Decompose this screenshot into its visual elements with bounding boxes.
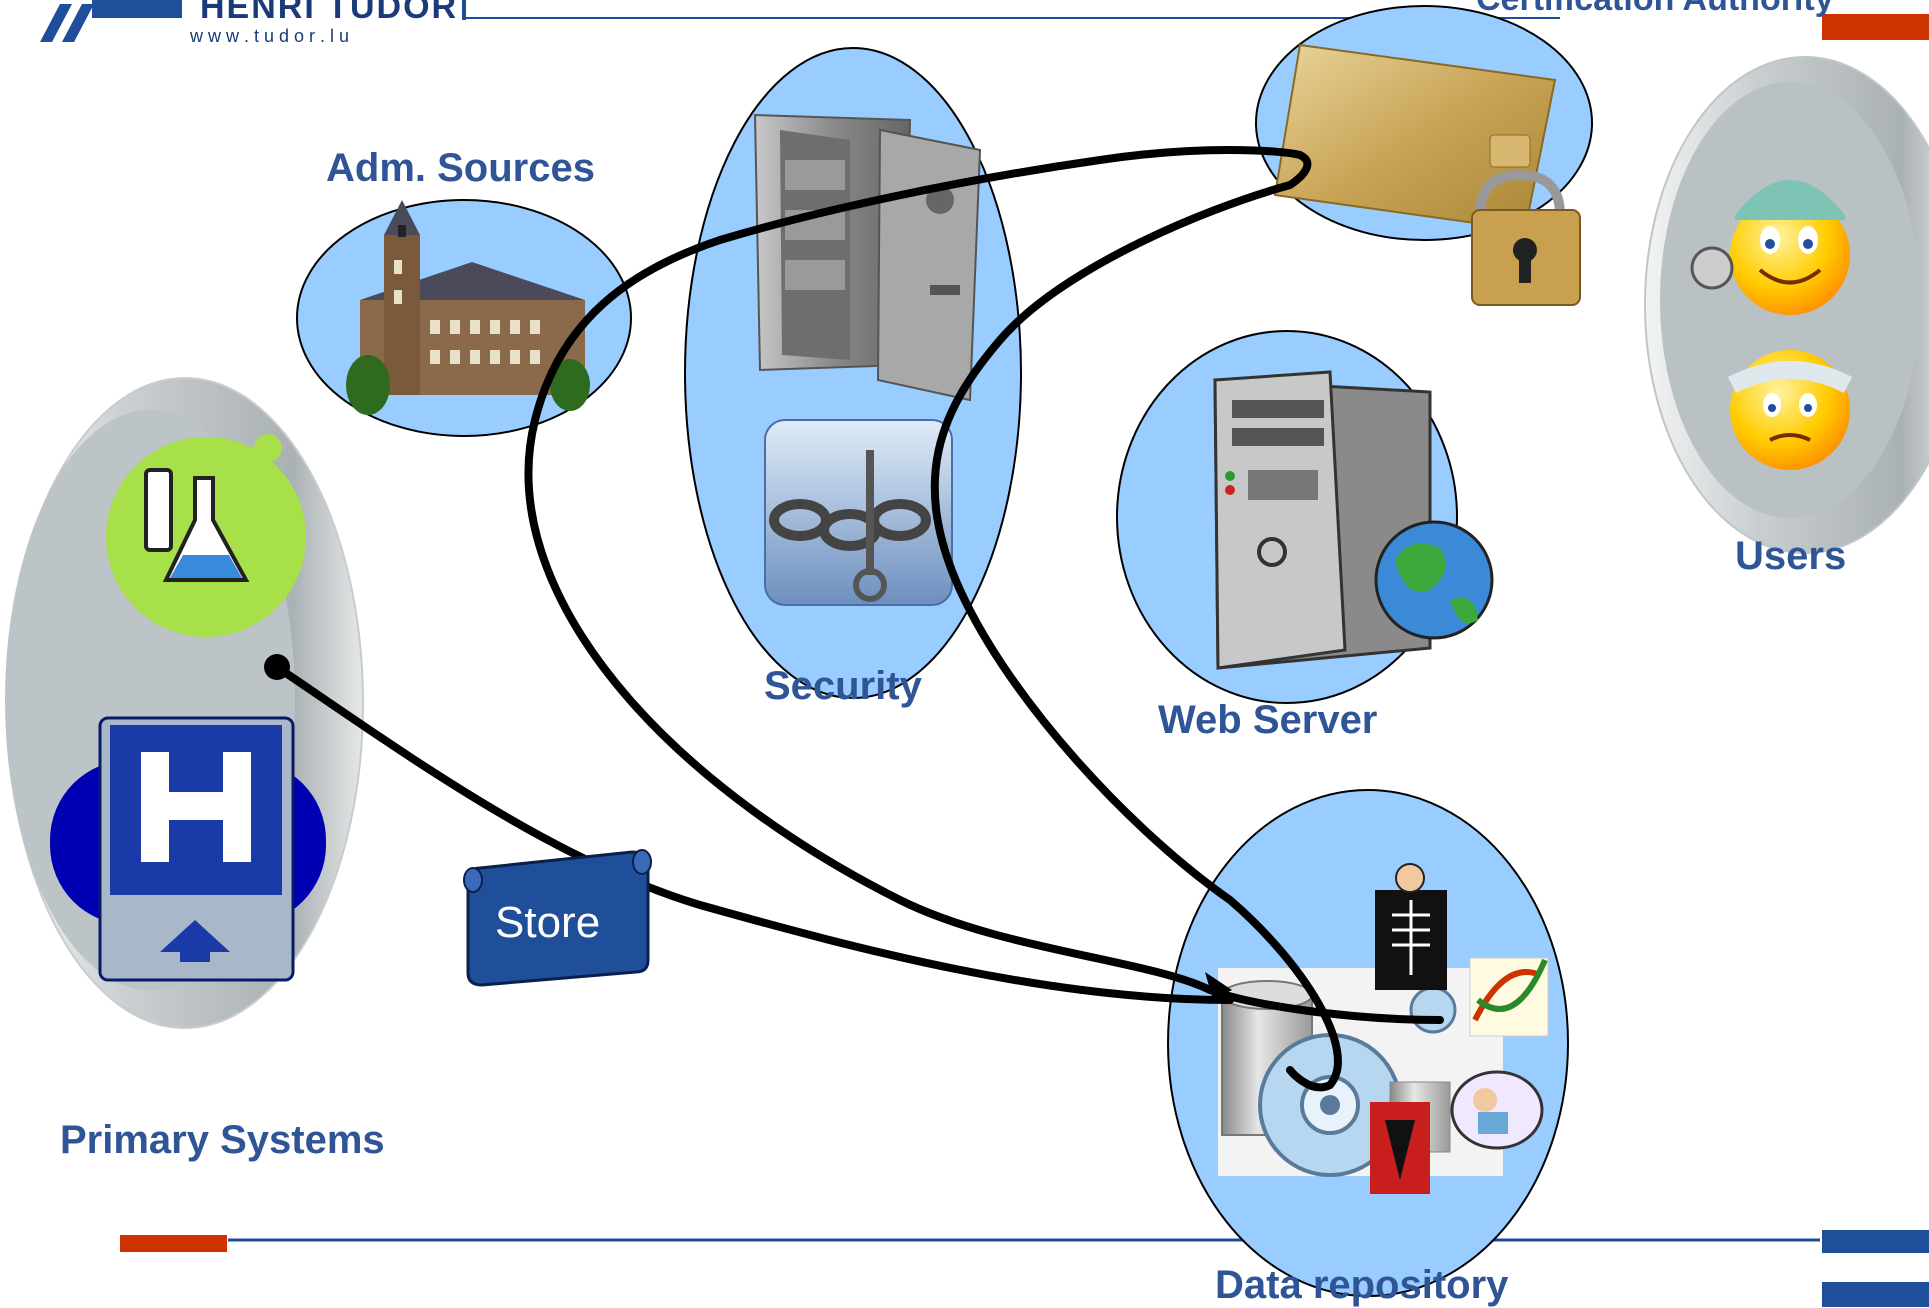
- smiley-users-icon: [1690, 180, 1853, 470]
- store-label: Store: [495, 898, 601, 947]
- logo-name: HENRI TUDOR: [200, 0, 459, 26]
- store-connector: [273, 663, 1234, 1004]
- primary-systems-node: [5, 377, 364, 1029]
- tudor-logo: [40, 0, 182, 42]
- data-repository-label: Data repository: [1215, 1263, 1509, 1307]
- server-globe-icon: [1213, 370, 1494, 670]
- hospital-sign-icon: [50, 716, 326, 982]
- certification-authority-label: Certification Authority: [1476, 0, 1834, 19]
- key-chain-icon: [764, 419, 953, 606]
- web-server-label: Web Server: [1158, 698, 1378, 742]
- security-flow-connector: [524, 146, 1444, 1092]
- security-label: Security: [764, 664, 922, 708]
- certification-authority-node: [1255, 5, 1593, 306]
- store-connector-origin: [264, 654, 290, 680]
- dna-icon: [1469, 957, 1549, 1037]
- web-server-node: [1116, 330, 1494, 704]
- store-scroll-banner: [463, 849, 652, 987]
- credit-card-lock-icon: [1273, 43, 1581, 306]
- logo-url: w w w . t u d o r . l u: [190, 26, 350, 46]
- adm-sources-label: Adm. Sources: [326, 146, 595, 190]
- primary-systems-label: Primary Systems: [60, 1118, 385, 1162]
- lab-flask-icon: [106, 434, 306, 637]
- safe-icon: [753, 113, 982, 402]
- store-connector-arrowhead: [1205, 972, 1232, 1000]
- connector-lines: [264, 146, 1444, 1092]
- users-label: Users: [1735, 534, 1847, 578]
- database-disk-icon: [1218, 968, 1503, 1177]
- data-repository-node: [1167, 789, 1569, 1297]
- users-node: [1644, 56, 1929, 554]
- scientist-icon: [1370, 1070, 1544, 1194]
- footer-bar: [120, 1230, 1929, 1307]
- xray-icon: [1375, 863, 1447, 990]
- adm-sources-node: [296, 199, 632, 437]
- footer-red-accent: [120, 1235, 227, 1252]
- header-red-accent: [1822, 14, 1929, 40]
